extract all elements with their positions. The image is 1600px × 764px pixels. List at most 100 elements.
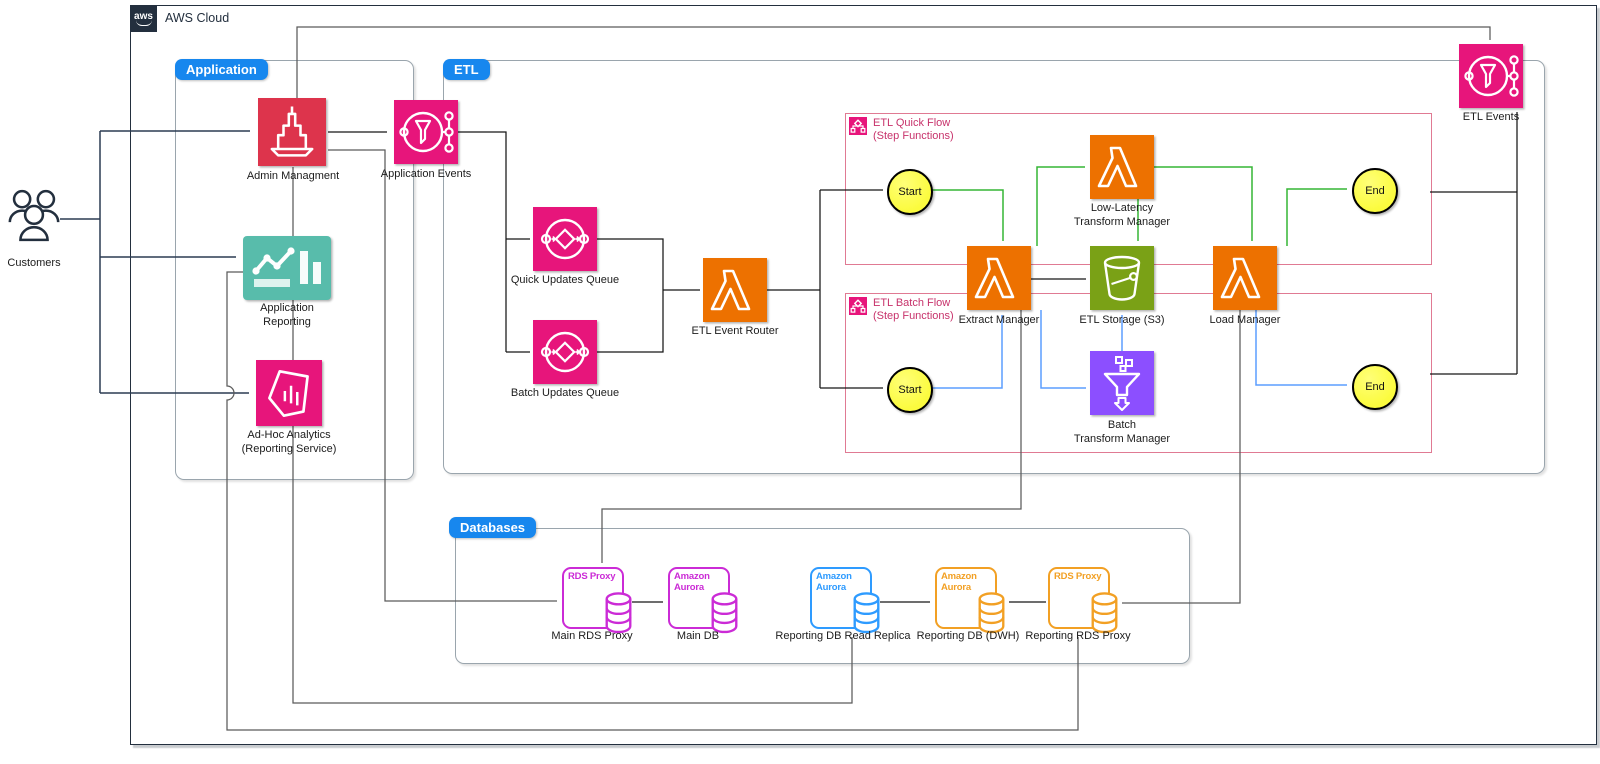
edge-reporting-to-rep-proxy	[226, 271, 1079, 731]
sqs-queue-icon	[540, 218, 590, 260]
batch-transform-label: Batch Transform Manager	[1073, 419, 1171, 445]
etl-group	[443, 60, 1545, 474]
edge-app-events-split	[458, 131, 507, 352]
rds-proxy-title: RDS Proxy	[1054, 571, 1102, 582]
lambda-icon	[710, 269, 751, 311]
main-rds-proxy-label: Main RDS Proxy	[551, 630, 633, 642]
s3-bucket-icon	[1103, 255, 1141, 301]
extract-manager-label: Extract Manager	[958, 314, 1040, 326]
main-rds-proxy-node[interactable]: RDS Proxy	[562, 567, 632, 634]
edge-load-to-batch-end	[1255, 310, 1347, 386]
lambda-icon	[974, 257, 1015, 299]
application-events-label: Application Events	[380, 168, 472, 180]
start-label: Start	[898, 384, 922, 396]
admin-buildings-icon	[270, 106, 314, 157]
athena-analytics-icon	[268, 370, 309, 418]
application-reporting-label: Application Reporting	[260, 302, 314, 328]
end-label: End	[1365, 381, 1385, 393]
step-functions-icon	[849, 297, 867, 315]
application-group	[175, 60, 414, 480]
reporting-read-replica-label: Reporting DB Read Replica	[775, 630, 911, 642]
reporting-rds-proxy-label: Reporting RDS Proxy	[1025, 630, 1131, 642]
etl-quick-flow-title: ETL Quick Flow (Step Functions)	[873, 117, 954, 142]
eventbridge-icon	[1464, 55, 1519, 97]
main-db-label: Main DB	[676, 630, 720, 642]
funnel-transform-icon	[1103, 356, 1141, 411]
reporting-dashboard-icon	[252, 247, 321, 287]
reporting-dwh-label: Reporting DB (DWH)	[916, 630, 1020, 642]
etl-batch-flow-title: ETL Batch Flow (Step Functions)	[873, 297, 954, 322]
quick-updates-queue-node[interactable]	[533, 207, 597, 271]
edge-batch-start-to-extract	[929, 315, 1003, 389]
database-cylinder-icon	[711, 592, 738, 634]
batch-flow-end[interactable]: End	[1352, 364, 1398, 410]
edge-extract-to-lltm	[1036, 166, 1085, 246]
batch-transform-node[interactable]	[1090, 351, 1154, 415]
quick-flow-start[interactable]: Start	[887, 169, 933, 215]
application-reporting-node[interactable]	[243, 236, 331, 300]
database-cylinder-icon	[1091, 592, 1118, 634]
etl-storage-s3-node[interactable]	[1090, 246, 1154, 310]
etl-group-label[interactable]: ETL	[443, 59, 490, 80]
edge-lltm-to-load	[1154, 166, 1253, 241]
etl-storage-s3-label: ETL Storage (S3)	[1079, 314, 1165, 326]
admin-management-node[interactable]	[258, 98, 326, 166]
etl-events-node[interactable]	[1459, 44, 1523, 108]
aws-cloud-label: AWS Cloud	[165, 11, 230, 25]
batch-updates-queue-node[interactable]	[533, 320, 597, 384]
application-events-node[interactable]	[394, 100, 458, 164]
etl-events-label: ETL Events	[1462, 111, 1520, 123]
adhoc-analytics-node[interactable]	[256, 360, 322, 426]
aws-logo: aws	[130, 5, 157, 32]
low-latency-transform-label: Low-Latency Transform Manager	[1073, 202, 1171, 228]
lambda-icon	[1097, 146, 1138, 188]
adhoc-analytics-label: Ad-Hoc Analytics (Reporting Service)	[241, 429, 337, 455]
step-functions-icon	[849, 117, 867, 135]
databases-group-label[interactable]: Databases	[449, 517, 537, 538]
end-label: End	[1365, 185, 1385, 197]
extract-manager-node[interactable]	[967, 246, 1031, 310]
edge-admin-to-read-replica	[292, 167, 853, 704]
reporting-dwh-node[interactable]: Amazon Aurora	[935, 567, 1005, 634]
edge-load-to-rep-proxy	[1122, 310, 1241, 604]
customers-icon[interactable]	[6, 182, 62, 252]
edge-load-to-quick-end	[1286, 188, 1347, 246]
start-label: Start	[898, 186, 922, 198]
main-db-node[interactable]: Amazon Aurora	[668, 567, 738, 634]
quick-updates-queue-label: Quick Updates Queue	[510, 274, 620, 286]
batch-updates-queue-label: Batch Updates Queue	[510, 387, 620, 399]
admin-management-label: Admin Managment	[246, 170, 340, 182]
low-latency-transform-node[interactable]	[1090, 135, 1154, 199]
quick-flow-end[interactable]: End	[1352, 168, 1398, 214]
databases-group	[455, 528, 1190, 664]
rds-proxy-title: RDS Proxy	[568, 571, 616, 582]
lambda-icon	[1220, 257, 1261, 299]
edge-admin-to-etl-events	[296, 26, 1491, 98]
aurora-title: Amazon Aurora	[674, 571, 710, 593]
batch-flow-start[interactable]: Start	[887, 367, 933, 413]
load-manager-label: Load Manager	[1209, 314, 1281, 326]
aurora-title: Amazon Aurora	[816, 571, 852, 593]
etl-event-router-label: ETL Event Router	[691, 325, 779, 337]
eventbridge-icon	[399, 111, 454, 153]
reporting-rds-proxy-node[interactable]: RDS Proxy	[1048, 567, 1118, 634]
etl-event-router-node[interactable]	[703, 258, 767, 322]
aurora-title: Amazon Aurora	[941, 571, 977, 593]
edge-extract-to-btm	[1040, 310, 1086, 389]
edge-extract-to-main-proxy	[601, 310, 1022, 563]
customers-label: Customers	[7, 257, 61, 269]
sqs-queue-icon	[540, 331, 590, 373]
edge-batch-queue-out	[597, 290, 664, 353]
aws-logo-text: aws	[134, 11, 153, 22]
edge-quick-queue-out	[597, 238, 664, 290]
edge-quick-start-to-extract	[929, 189, 1004, 241]
database-cylinder-icon	[978, 592, 1005, 634]
aws-smile-icon	[135, 20, 152, 26]
load-manager-node[interactable]	[1213, 246, 1277, 310]
reporting-read-replica-node[interactable]: Amazon Aurora	[810, 567, 880, 634]
application-group-label[interactable]: Application	[175, 59, 268, 80]
edge-admin-to-main-proxy	[328, 149, 557, 602]
database-cylinder-icon	[853, 592, 880, 634]
